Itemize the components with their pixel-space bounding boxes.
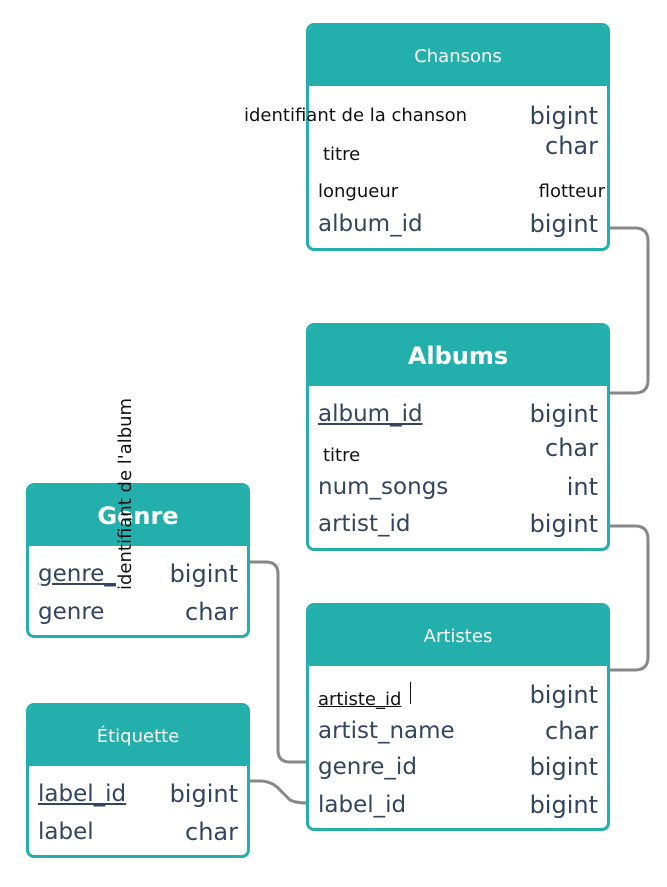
connector-genre-artistes	[248, 560, 308, 764]
field-type: char	[185, 598, 238, 626]
table-artistes-header: Artistes	[309, 606, 607, 666]
field-type: bigint	[169, 780, 238, 808]
album-id-annotation: identifiant de l'album	[115, 397, 136, 590]
field-row[interactable]: genre_id bigint	[318, 752, 598, 782]
field-type: char	[185, 818, 238, 846]
field-name: label_id	[318, 792, 407, 818]
table-etiquette[interactable]: Étiquette label_id bigint label char	[26, 703, 250, 858]
field-row[interactable]: genre_ bigint	[38, 559, 238, 589]
field-row[interactable]: genre char	[38, 597, 238, 627]
field-name: longueur	[318, 180, 399, 202]
field-name: artist_id	[318, 511, 411, 537]
field-row[interactable]: album_id bigint	[318, 209, 598, 239]
field-row[interactable]: titre char	[318, 132, 598, 169]
field-row[interactable]: label char	[38, 817, 238, 847]
field-type: bigint	[529, 681, 598, 709]
field-name: titre	[323, 143, 361, 165]
song-id-annotation: identifiant de la chanson	[244, 105, 468, 126]
field-row[interactable]: label_id bigint	[38, 779, 238, 809]
field-name: label	[38, 819, 94, 845]
field-name: titre	[323, 444, 361, 466]
field-name: genre_id	[318, 754, 417, 780]
field-row[interactable]: album_id bigint	[318, 399, 598, 429]
field-type: bigint	[529, 210, 598, 238]
field-name: album_id	[318, 211, 423, 237]
field-row[interactable]: artist_name char	[318, 716, 598, 746]
field-row[interactable]: titre char	[318, 434, 598, 470]
field-type: char	[545, 717, 598, 745]
table-genre-header: Genre	[29, 486, 247, 546]
table-artistes[interactable]: Artistes artiste_id bigint artist_name c…	[306, 603, 610, 831]
field-type: char	[545, 434, 598, 462]
field-name-primary-key: label_id	[38, 781, 127, 807]
field-name: genre	[38, 599, 105, 625]
field-type: char	[545, 132, 598, 160]
field-row[interactable]: artiste_id bigint	[318, 680, 598, 710]
connector-chansons-albums	[607, 226, 650, 395]
field-type: bigint	[529, 791, 598, 819]
table-etiquette-header: Étiquette	[29, 706, 247, 766]
table-albums-header: Albums	[309, 326, 607, 386]
text-cursor	[410, 682, 411, 704]
table-chansons[interactable]: Chansons bigint titre char longueur flot…	[306, 23, 610, 251]
field-type: bigint	[529, 753, 598, 781]
field-type: int	[566, 473, 598, 501]
field-name: num_songs	[318, 474, 449, 500]
field-name-primary-key: genre_	[38, 561, 116, 587]
field-type: bigint	[529, 400, 598, 428]
field-name-primary-key: album_id	[318, 401, 423, 427]
field-row[interactable]: bigint	[318, 101, 598, 131]
field-type: bigint	[529, 510, 598, 538]
field-name-primary-key: artiste_id	[318, 688, 402, 710]
field-row[interactable]: longueur flotteur	[318, 176, 605, 206]
field-row[interactable]: num_songs int	[318, 472, 598, 502]
field-row[interactable]: artist_id bigint	[318, 509, 598, 539]
field-name: artist_name	[318, 718, 455, 744]
table-albums[interactable]: Albums album_id bigint titre char num_so…	[306, 323, 610, 551]
field-type: flotteur	[538, 180, 605, 202]
table-chansons-header: Chansons	[309, 26, 607, 86]
connector-albums-artistes	[607, 524, 650, 672]
connector-etiquette-artistes	[248, 779, 309, 805]
field-row[interactable]: label_id bigint	[318, 790, 598, 820]
field-type: bigint	[529, 102, 598, 130]
table-genre[interactable]: Genre genre_ bigint genre char	[26, 483, 250, 638]
field-type: bigint	[169, 560, 238, 588]
